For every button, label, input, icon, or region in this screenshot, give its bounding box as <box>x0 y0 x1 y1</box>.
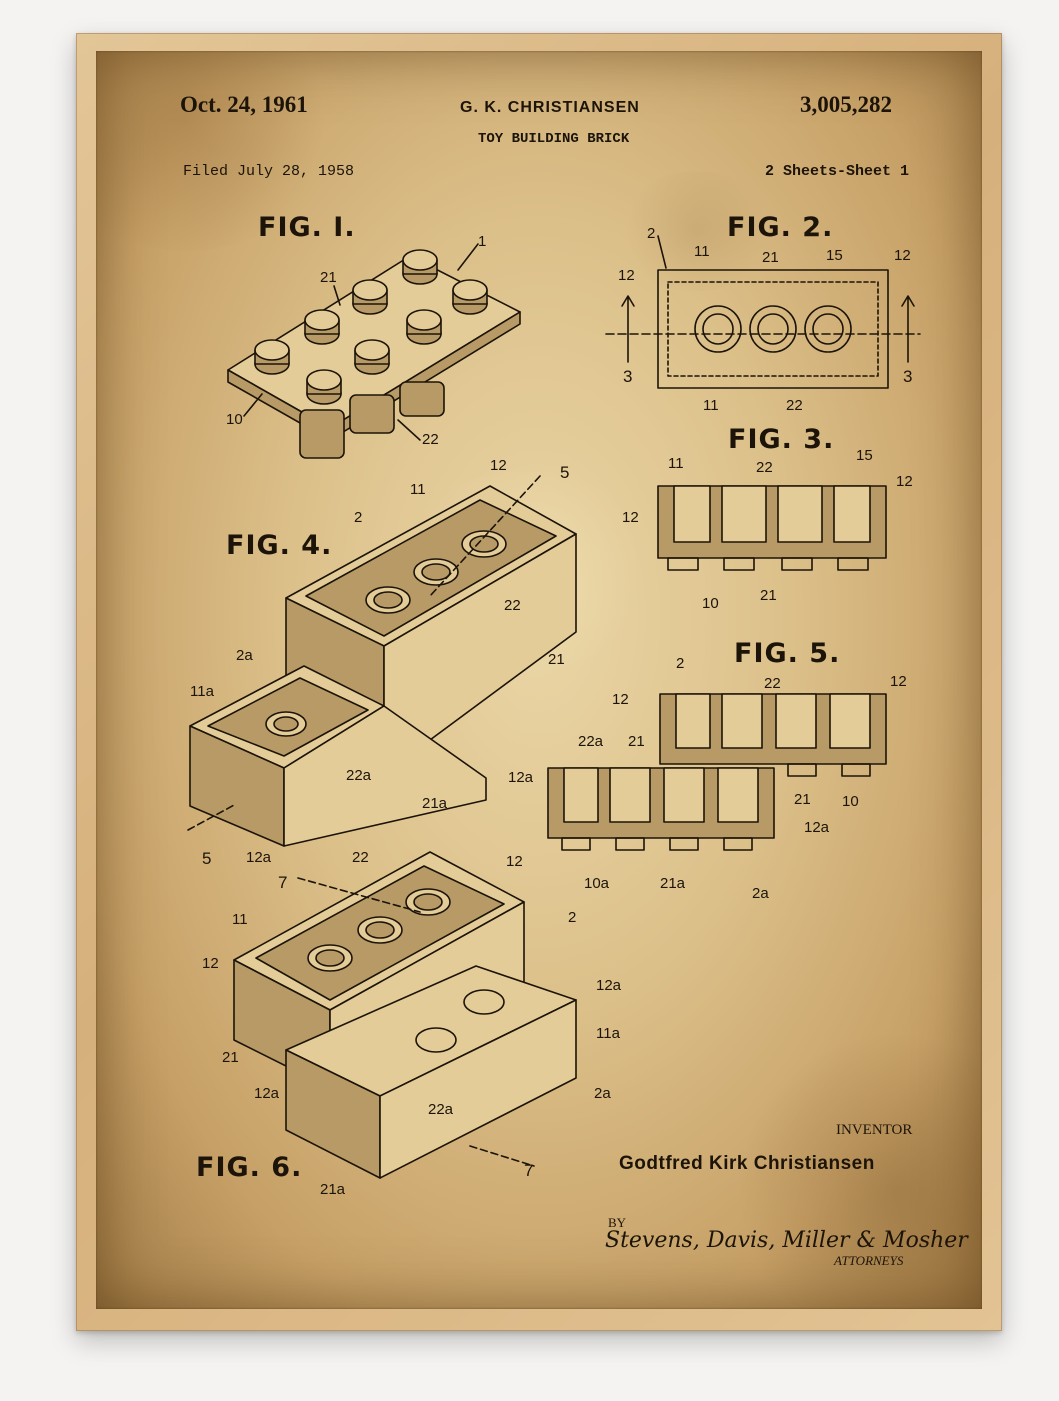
svg-text:22: 22 <box>422 431 439 448</box>
svg-text:22a: 22a <box>346 767 372 784</box>
svg-text:22: 22 <box>756 459 773 476</box>
svg-text:21: 21 <box>628 733 645 750</box>
svg-text:11a: 11a <box>596 1025 621 1042</box>
svg-text:12a: 12a <box>596 977 622 994</box>
svg-text:12: 12 <box>896 473 913 490</box>
svg-text:21a: 21a <box>660 875 686 892</box>
attorneys-signature: Stevens, Davis, Miller & Mosher <box>605 1228 968 1253</box>
svg-text:3: 3 <box>903 367 912 386</box>
svg-text:21a: 21a <box>422 795 448 812</box>
svg-text:2: 2 <box>647 225 655 242</box>
svg-text:1: 1 <box>478 233 486 250</box>
fig4-label: FIG. 4. <box>226 530 333 561</box>
svg-text:21: 21 <box>548 651 565 668</box>
svg-text:2: 2 <box>354 509 362 526</box>
svg-text:22: 22 <box>504 597 521 614</box>
patent-number: 3,005,282 <box>800 92 892 117</box>
svg-text:12: 12 <box>612 691 629 708</box>
svg-text:10: 10 <box>226 411 243 428</box>
inventor-label: INVENTOR <box>836 1122 913 1138</box>
svg-text:22: 22 <box>786 397 803 414</box>
fig5-drawing: 2 22 12 12 22a 21 12a 21 10 12a 10a 21a … <box>508 655 907 902</box>
fig1-drawing: 1 21 10 22 <box>226 233 520 458</box>
svg-text:12a: 12a <box>508 769 534 786</box>
svg-text:7: 7 <box>524 1161 533 1180</box>
svg-text:7: 7 <box>278 873 287 892</box>
svg-text:2: 2 <box>676 655 684 672</box>
fig3-label: FIG. 3. <box>728 424 835 455</box>
svg-text:11: 11 <box>410 481 426 498</box>
fig3-drawing: 11 22 15 12 12 10 21 <box>622 447 913 612</box>
svg-text:12: 12 <box>622 509 639 526</box>
svg-text:2a: 2a <box>236 647 253 664</box>
filed-date: Filed July 28, 1958 <box>183 163 355 180</box>
svg-text:2: 2 <box>568 909 576 926</box>
svg-text:22: 22 <box>352 849 369 866</box>
svg-text:22: 22 <box>764 675 781 692</box>
fig5-label: FIG. 5. <box>734 638 841 669</box>
patent-date: Oct. 24, 1961 <box>180 92 308 117</box>
svg-text:11: 11 <box>694 243 710 260</box>
fig4-drawing: 12 5 11 2 22 21 2a 11a 22a 21a 12a 5 <box>188 457 576 868</box>
svg-text:2a: 2a <box>594 1085 611 1102</box>
svg-text:15: 15 <box>856 447 873 464</box>
svg-text:12: 12 <box>894 247 911 264</box>
svg-text:2a: 2a <box>752 885 769 902</box>
svg-text:11: 11 <box>668 455 684 472</box>
svg-text:12: 12 <box>890 673 907 690</box>
svg-text:3: 3 <box>623 367 632 386</box>
svg-text:21a: 21a <box>320 1181 346 1198</box>
svg-text:21: 21 <box>222 1049 239 1066</box>
svg-text:11a: 11a <box>190 683 215 700</box>
svg-text:10: 10 <box>842 793 859 810</box>
svg-text:10a: 10a <box>584 875 610 892</box>
by-label: BY <box>608 1215 627 1230</box>
svg-text:21: 21 <box>794 791 811 808</box>
svg-text:12a: 12a <box>254 1085 280 1102</box>
fig6-drawing: 22 12 7 11 2 12 12a 11a 21 12a 2a 22a 21… <box>202 849 622 1198</box>
fig2-label: FIG. 2. <box>727 212 834 243</box>
svg-text:22a: 22a <box>578 733 604 750</box>
svg-text:22a: 22a <box>428 1101 454 1118</box>
svg-text:5: 5 <box>560 463 569 482</box>
svg-text:12a: 12a <box>804 819 830 836</box>
fig6-label: FIG. 6. <box>196 1152 303 1183</box>
inventor-name: Godtfred Kirk Christiansen <box>619 1153 875 1174</box>
svg-text:11: 11 <box>232 911 248 928</box>
sheet-count: 2 Sheets-Sheet 1 <box>765 163 910 180</box>
inventor-short-name: G. K. CHRISTIANSEN <box>460 99 640 116</box>
svg-text:15: 15 <box>826 247 843 264</box>
svg-text:21: 21 <box>762 249 779 266</box>
fig2-drawing: 3 3 2 11 21 15 12 12 11 22 <box>606 225 920 414</box>
svg-text:12: 12 <box>202 955 219 972</box>
svg-text:5: 5 <box>202 849 211 868</box>
svg-text:12: 12 <box>506 853 523 870</box>
attorneys-label: ATTORNEYS <box>834 1253 904 1268</box>
fig1-label: FIG. I. <box>258 212 356 243</box>
svg-text:12a: 12a <box>246 849 272 866</box>
svg-text:21: 21 <box>760 587 777 604</box>
svg-text:21: 21 <box>320 269 337 286</box>
patent-title: TOY BUILDING BRICK <box>478 131 630 147</box>
svg-text:12: 12 <box>618 267 635 284</box>
svg-text:10: 10 <box>702 595 719 612</box>
svg-text:11: 11 <box>703 397 719 414</box>
svg-text:12: 12 <box>490 457 507 474</box>
